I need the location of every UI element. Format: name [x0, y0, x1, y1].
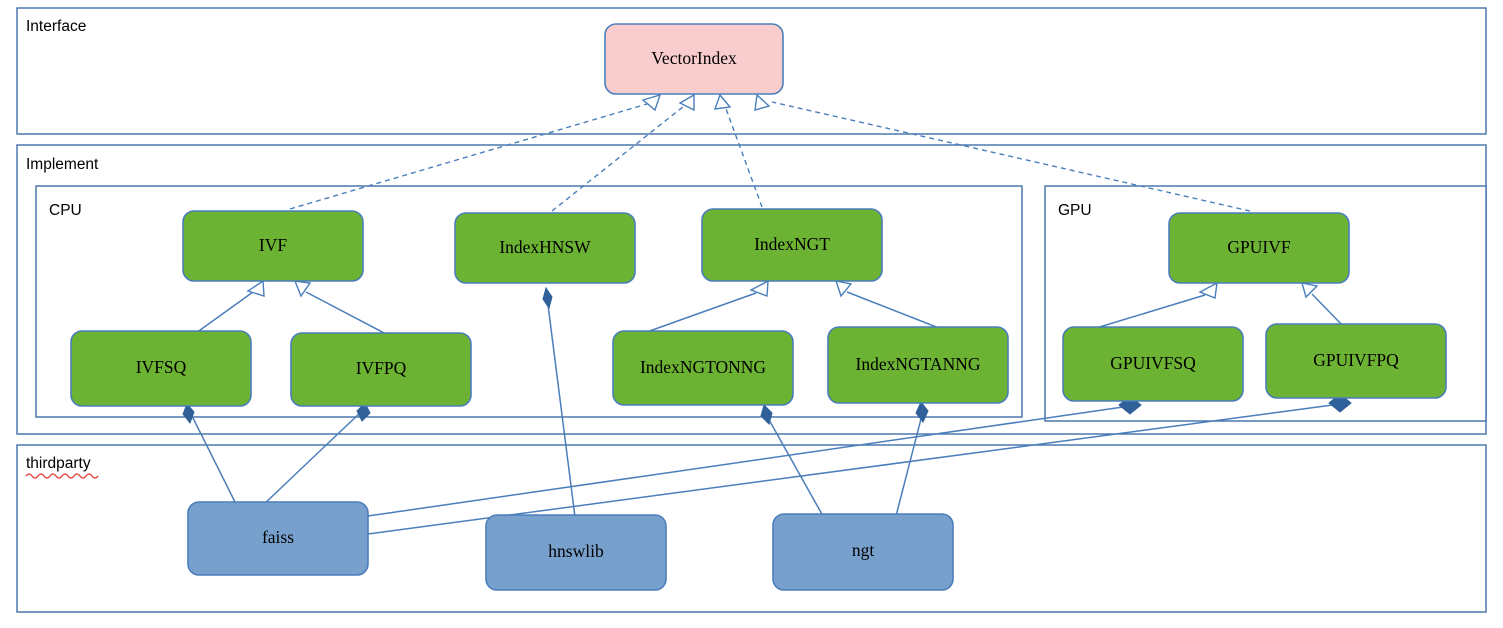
node-label-hnswlib: hnswlib — [548, 541, 604, 561]
node-indexngt[interactable]: IndexNGT — [701, 208, 883, 282]
node-rect-gpuivfpq[interactable] — [1265, 323, 1447, 399]
node-ngt[interactable]: ngt — [772, 513, 954, 591]
node-ivfpq[interactable]: IVFPQ — [290, 332, 472, 407]
node-indexngtanng[interactable]: IndexNGTANNG — [827, 326, 1009, 404]
node-rect-ivf[interactable] — [182, 210, 364, 282]
node-label-ivfsq: IVFSQ — [136, 357, 187, 377]
composition-diamond-icon — [915, 401, 929, 423]
node-indexhnsw[interactable]: IndexHNSW — [454, 212, 636, 284]
node-label-ivf: IVF — [259, 235, 287, 255]
edge-indexngtonng-composes-ngt — [760, 404, 824, 517]
node-rect-hnswlib[interactable] — [485, 514, 667, 591]
node-faiss[interactable]: faiss — [187, 501, 369, 576]
node-rect-gpuivf[interactable] — [1168, 212, 1350, 284]
edge-indexngtonng-to-indexngt — [643, 279, 769, 334]
inheritance-arrowhead-icon — [246, 279, 265, 297]
node-label-indexhnsw: IndexHNSW — [499, 237, 591, 257]
edge-indexngt-to-vectorindex — [713, 93, 763, 208]
node-rect-indexngtanng[interactable] — [827, 326, 1009, 404]
node-label-faiss: faiss — [262, 527, 294, 547]
node-label-indexngtanng: IndexNGTANNG — [856, 354, 981, 374]
edge-ivfpq-to-ivf — [293, 280, 387, 335]
edge-indexngtanng-composes-ngt — [895, 401, 929, 517]
group-label-implement: Implement — [26, 156, 99, 173]
inheritance-arrowhead-icon — [678, 93, 695, 112]
group-label-gpu: GPU — [1058, 202, 1092, 219]
node-gpuivf[interactable]: GPUIVF — [1168, 212, 1350, 284]
composition-diamond-icon — [542, 286, 553, 310]
node-indexngtonng[interactable]: IndexNGTONNG — [612, 330, 794, 406]
node-rect-gpuivfsq[interactable] — [1062, 326, 1244, 402]
edge-indexhnsw-composes-hnswlib — [542, 286, 576, 518]
group-label-interface: Interface — [26, 18, 86, 35]
inheritance-arrowhead-icon — [834, 280, 853, 298]
edge-ivf-to-vectorindex — [289, 93, 662, 210]
node-vectorindex[interactable]: VectorIndex — [604, 23, 784, 95]
node-rect-ivfpq[interactable] — [290, 332, 472, 407]
composition-diamond-icon — [356, 402, 371, 422]
node-label-ivfpq: IVFPQ — [356, 358, 407, 378]
node-ivf[interactable]: IVF — [182, 210, 364, 282]
node-label-gpuivfpq: GPUIVFPQ — [1313, 350, 1399, 370]
node-gpuivfpq[interactable]: GPUIVFPQ — [1265, 323, 1447, 399]
edge-gpuivfsq-to-gpuivf — [1092, 281, 1218, 330]
node-rect-indexhnsw[interactable] — [454, 212, 636, 284]
inheritance-arrowhead-icon — [1198, 281, 1218, 299]
inheritance-arrowhead-icon — [293, 280, 312, 298]
edge-ivfsq-composes-faiss — [182, 403, 237, 505]
node-ivfsq[interactable]: IVFSQ — [70, 330, 252, 407]
composition-diamond-icon — [760, 404, 773, 425]
group-label-cpu: CPU — [49, 202, 82, 219]
node-label-vectorindex: VectorIndex — [651, 48, 737, 68]
node-label-ngt: ngt — [852, 540, 875, 560]
node-rect-indexngt[interactable] — [701, 208, 883, 282]
node-rect-ngt[interactable] — [772, 513, 954, 591]
node-gpuivfsq[interactable]: GPUIVFSQ — [1062, 326, 1244, 402]
node-label-indexngtonng: IndexNGTONNG — [640, 357, 766, 377]
node-rect-vectorindex[interactable] — [604, 23, 784, 95]
edge-indexngtanng-to-indexngt — [834, 280, 945, 331]
node-rect-ivfsq[interactable] — [70, 330, 252, 407]
inheritance-arrowhead-icon — [749, 279, 769, 297]
edge-indexhnsw-to-vectorindex — [551, 93, 695, 212]
inheritance-arrowhead-icon — [641, 93, 662, 112]
node-label-gpuivfsq: GPUIVFSQ — [1110, 353, 1196, 373]
group-label-thirdparty: thirdparty — [26, 455, 91, 472]
composition-diamond-icon — [182, 403, 195, 425]
inheritance-arrowhead-icon — [1301, 282, 1319, 299]
edge-ivfpq-composes-faiss — [261, 402, 371, 507]
node-rect-faiss[interactable] — [187, 501, 369, 576]
node-label-gpuivf: GPUIVF — [1227, 237, 1290, 257]
node-label-indexngt: IndexNGT — [754, 234, 830, 254]
node-hnswlib[interactable]: hnswlib — [485, 514, 667, 591]
inheritance-arrowhead-icon — [713, 93, 732, 110]
edge-ivfsq-to-ivf — [195, 279, 265, 334]
spellcheck-underline-icon — [25, 473, 99, 479]
node-rect-indexngtonng[interactable] — [612, 330, 794, 406]
edge-gpuivfpq-to-gpuivf — [1301, 282, 1345, 328]
edge-gpuivf-to-vectorindex — [754, 93, 1251, 212]
inheritance-arrowhead-icon — [754, 93, 771, 111]
